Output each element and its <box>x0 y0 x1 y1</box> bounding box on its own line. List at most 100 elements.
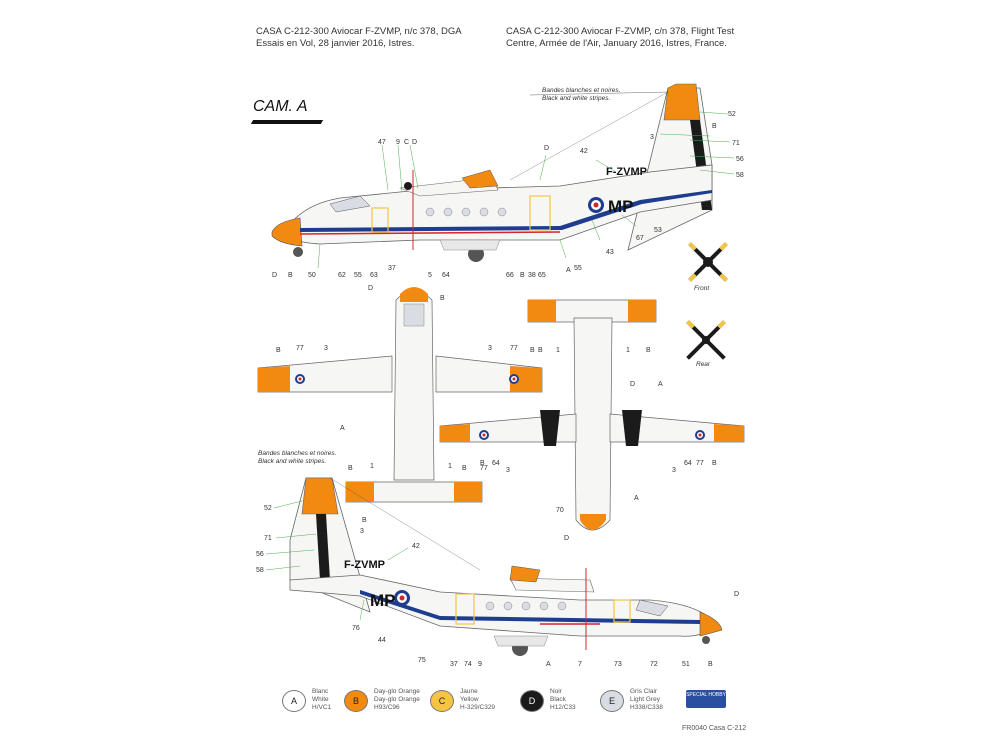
cabin-door-bottom <box>613 599 631 623</box>
right-wing-underside-tip <box>714 424 744 442</box>
wing-tip-orange <box>461 169 499 189</box>
cockpit-plan <box>403 303 425 327</box>
callout-label: D <box>564 535 569 542</box>
nose-orange-bottom <box>699 611 723 637</box>
caption-english-line1: CASA C-212-300 Aviocar F-ZVMP, c/n 378, … <box>506 26 735 37</box>
prop-front-label: Front <box>694 285 710 292</box>
legend-fr: Jaune <box>460 688 478 695</box>
tail-guide-line-top <box>509 91 669 181</box>
right-engine-panel <box>622 410 642 446</box>
callout-label: 64 <box>442 272 450 279</box>
callout-label: B <box>480 460 485 467</box>
side-view-right: MP F-ZVMP Bandes blanches et noires. Bla… <box>258 450 723 656</box>
legend-swatch-black: D <box>520 690 544 712</box>
cockpit-window-bottom <box>635 599 669 617</box>
callout-label: 9 <box>478 661 482 668</box>
callout-label: B <box>440 295 445 302</box>
callout-label: 76 <box>352 625 360 632</box>
roundel-center <box>593 202 599 208</box>
caption-french-line2: Essais en Vol, 28 janvier 2016, Istres. <box>256 38 415 49</box>
callout-label: B <box>520 272 525 279</box>
code-letters-top: MP <box>608 197 634 216</box>
callout-label: 52 <box>264 505 272 512</box>
callout-label: B <box>538 347 543 354</box>
callout-label: 44 <box>378 637 386 644</box>
callout-label: 3 <box>324 345 328 352</box>
legend-fr: Day-glo Orange <box>374 688 420 695</box>
left-wing-underside-tip <box>440 424 470 442</box>
red-cheat-line <box>299 231 561 235</box>
sponson <box>439 239 501 251</box>
legend-swatch-grey: E <box>600 690 624 712</box>
callout-label: A <box>634 495 639 502</box>
right-wingtip <box>510 366 542 392</box>
propeller-rear: Rear <box>686 320 726 368</box>
legend-en: White <box>312 696 329 703</box>
legend-code: H93/C96 <box>374 704 400 711</box>
callout-label: 43 <box>606 249 614 256</box>
callout-label: D <box>544 145 549 152</box>
top-plan-view <box>257 287 543 503</box>
callout-label: 9 <box>396 139 400 146</box>
legend-swatch-white: A <box>282 690 306 712</box>
stripe-note-top-1: Bandes blanches et noires. <box>542 87 621 94</box>
callout-label: 47 <box>378 139 386 146</box>
color-legend: A Blanc White H/VC1 B Day-glo Orange Day… <box>282 688 752 732</box>
callout-label: 1 <box>556 347 560 354</box>
roundel-center-bottom <box>399 595 405 601</box>
callout-label: 37 <box>450 661 458 668</box>
callout-label: 77 <box>510 345 518 352</box>
cabin-door <box>371 207 389 233</box>
blue-cheat-line <box>300 190 712 232</box>
callout-label: 52 <box>728 111 736 118</box>
brand-logo: SPECIAL HOBBY <box>686 690 726 708</box>
callout-label: 55 <box>574 265 582 272</box>
stripe-note-bottom-1: Bandes blanches et noires. <box>258 450 337 457</box>
sheet-footer: FR0040 Casa C-212 <box>682 725 747 732</box>
callout-labels-top: 52 B 3 71 56 58 42 47 9 C D D 53 67 43 A… <box>272 111 744 279</box>
callout-label: 3 <box>506 467 510 474</box>
callout-lines-bottom <box>265 499 409 621</box>
wingtip-bottom <box>509 565 541 583</box>
callout-label: 51 <box>682 661 690 668</box>
callout-labels-plan: D B B 77 3 3 77 B A B 1 1 B D A B 64 77 … <box>276 285 717 542</box>
callout-label: B <box>712 123 717 130</box>
callout-label: D <box>734 591 739 598</box>
fuselage-underside <box>573 317 613 531</box>
callout-label: B <box>462 465 467 472</box>
callout-label: 3 <box>488 345 492 352</box>
callout-label: D <box>368 285 373 292</box>
legend-code: H-329/C329 <box>460 704 496 711</box>
legend-swatch-yellow: C <box>430 690 454 712</box>
callout-label: 53 <box>654 227 662 234</box>
prop-rear-label: Rear <box>696 361 711 368</box>
callout-label: A <box>340 425 345 432</box>
callout-label: 63 <box>370 272 378 279</box>
blue-cheat-line-bottom <box>360 590 700 624</box>
callout-label: B <box>530 347 535 354</box>
legend-en: Light Grey <box>630 696 660 703</box>
callout-label: B <box>362 517 367 524</box>
tailplane-underside-left-tip <box>528 300 556 322</box>
callout-label: 74 <box>464 661 472 668</box>
callout-label: B <box>646 347 651 354</box>
registration-bottom: F-ZVMP <box>344 559 385 571</box>
callout-label: 38 <box>528 272 536 279</box>
callout-label: 1 <box>448 463 452 470</box>
callout-label: 56 <box>736 156 744 163</box>
callout-label: 64 <box>684 460 692 467</box>
callout-label: 77 <box>296 345 304 352</box>
callout-labels-bottom: 52 B 3 71 56 58 42 76 44 75 37 74 9 A 7 … <box>256 505 739 668</box>
callout-label: A <box>566 267 571 274</box>
callout-label: 77 <box>696 460 704 467</box>
underside-plan-view <box>439 299 745 531</box>
left-engine-panel <box>540 410 560 446</box>
tail-tip-orange <box>663 83 701 121</box>
callout-label: 62 <box>338 272 346 279</box>
caption-english: CASA C-212-300 Aviocar F-ZVMP, c/n 378, … <box>506 26 734 50</box>
side-view-left: MP F-ZVMP Bandes blanches et noires. Bla… <box>271 83 735 269</box>
callout-label: 58 <box>736 172 744 179</box>
callout-label: B <box>276 347 281 354</box>
nose-wheel <box>293 247 303 257</box>
